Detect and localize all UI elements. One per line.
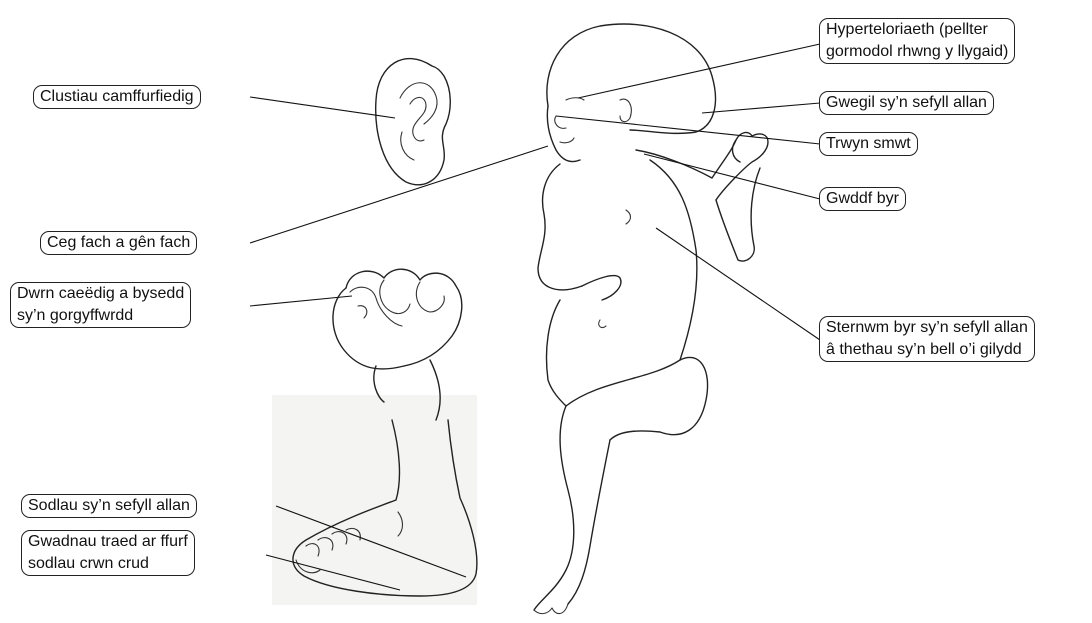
label-nose-text: Trwyn smwt: [826, 133, 911, 155]
foot-background-panel: [272, 395, 477, 605]
baby-drawing: [534, 24, 768, 614]
label-mouth-chin-text: Ceg fach a gên fach: [47, 232, 190, 254]
ear-drawing: [376, 59, 451, 185]
label-sternum-line1: Sternwm byr sy’n sefyll allan: [826, 317, 1028, 339]
label-fist: Dwrn caeëdig a bysedd sy’n gorgyffwrdd: [10, 282, 191, 328]
leader-sternum: [656, 228, 820, 340]
label-neck-text: Gwddf byr: [826, 188, 899, 210]
leader-occiput: [702, 103, 820, 113]
label-sternum: Sternwm byr sy’n sefyll allan â thethau …: [819, 316, 1035, 362]
label-mouth-chin: Ceg fach a gên fach: [40, 231, 197, 255]
leader-mouth-chin: [250, 146, 548, 243]
label-hypertelorism-line1: Hyperteloriaeth (pellter: [826, 19, 1008, 41]
leader-neck: [644, 154, 820, 199]
label-ears: Clustiau camffurfiedig: [33, 85, 201, 109]
label-fist-line1: Dwrn caeëdig a bysedd: [17, 283, 184, 305]
label-heels-text: Sodlau sy’n sefyll allan: [28, 495, 190, 517]
leader-ears: [250, 97, 395, 118]
leader-nose: [556, 116, 820, 144]
label-ears-text: Clustiau camffurfiedig: [40, 86, 194, 108]
label-nose: Trwyn smwt: [819, 132, 918, 156]
label-occiput-text: Gwegil sy’n sefyll allan: [826, 92, 987, 114]
label-heels: Sodlau sy’n sefyll allan: [21, 494, 197, 518]
label-soles: Gwadnau traed ar ffurf sodlau crwn crud: [21, 530, 195, 576]
label-hypertelorism: Hyperteloriaeth (pellter gormodol rhwng …: [819, 18, 1015, 64]
label-occiput: Gwegil sy’n sefyll allan: [819, 91, 994, 115]
label-sternum-line2: â thethau sy’n bell o’i gilydd: [826, 339, 1028, 361]
label-soles-line1: Gwadnau traed ar ffurf: [28, 531, 188, 553]
label-soles-line2: sodlau crwn crud: [28, 553, 188, 575]
label-fist-line2: sy’n gorgyffwrdd: [17, 305, 184, 327]
label-hypertelorism-line2: gormodol rhwng y llygaid): [826, 41, 1008, 63]
label-neck: Gwddf byr: [819, 187, 906, 211]
